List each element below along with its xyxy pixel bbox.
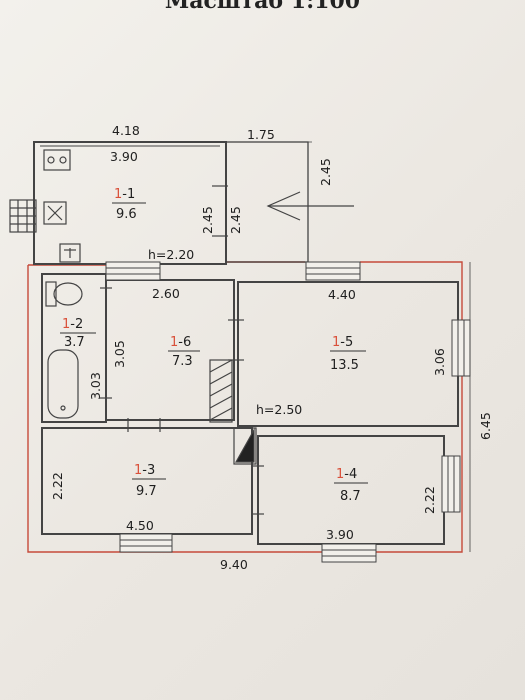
door-marks bbox=[100, 185, 264, 515]
entrance-arrow-icon bbox=[266, 191, 354, 221]
stairs-icon bbox=[209, 359, 233, 423]
room-1-6-walls bbox=[105, 279, 235, 421]
dim-r6-top: 2.60 bbox=[152, 286, 180, 301]
svg-text:9.7: 9.7 bbox=[136, 484, 157, 499]
window-bottom-left bbox=[119, 533, 173, 553]
dim-right-total: 6.45 bbox=[478, 412, 493, 440]
red-outline bbox=[27, 261, 463, 553]
dim-height-1: h=2.20 bbox=[148, 247, 194, 262]
dim-porch-top: 1.75 bbox=[247, 127, 275, 142]
window-top-right bbox=[305, 261, 361, 281]
svg-text:7.3: 7.3 bbox=[172, 354, 193, 369]
dim-r5-top: 4.40 bbox=[328, 287, 356, 302]
dim-bottom-total: 9.40 bbox=[220, 557, 248, 572]
dim-r3-bottom: 4.50 bbox=[126, 518, 154, 533]
svg-text:1-5: 1-5 bbox=[332, 335, 353, 350]
window-top-left bbox=[105, 261, 161, 281]
room-label-1-4: 1-4 8.7 bbox=[334, 467, 368, 504]
dim-porch-side: 2.45 bbox=[318, 158, 333, 186]
dim-r5-side: 3.06 bbox=[432, 348, 447, 376]
windows bbox=[105, 261, 471, 563]
dim-top-outer: 4.18 bbox=[112, 123, 140, 138]
svg-text:13.5: 13.5 bbox=[330, 358, 359, 373]
room-label-1-3: 1-3 9.7 bbox=[132, 463, 166, 499]
porch-walls bbox=[225, 141, 309, 263]
heater-grid-icon bbox=[9, 199, 37, 233]
dim-r1-side-b: 2.45 bbox=[228, 206, 243, 234]
sink-icon bbox=[59, 243, 81, 263]
dim-r3-side: 2.22 bbox=[50, 472, 65, 500]
room-label-1-1: 1-1 9.6 bbox=[112, 187, 146, 222]
svg-text:8.7: 8.7 bbox=[340, 489, 361, 504]
dim-r1-side-a: 2.45 bbox=[200, 206, 215, 234]
svg-text:1-2: 1-2 bbox=[62, 317, 83, 332]
svg-text:9.6: 9.6 bbox=[116, 207, 137, 222]
stove-icon bbox=[43, 149, 71, 171]
window-right-upper bbox=[451, 319, 471, 377]
window-right-lower bbox=[441, 455, 461, 513]
svg-text:1-1: 1-1 bbox=[114, 187, 135, 202]
walls bbox=[33, 141, 459, 545]
dim-r4-bottom: 3.90 bbox=[326, 527, 354, 542]
dim-r6-side: 3.05 bbox=[112, 340, 127, 368]
room-label-1-6: 1-6 7.3 bbox=[168, 335, 200, 369]
window-bottom-right bbox=[321, 543, 377, 563]
svg-text:3.7: 3.7 bbox=[64, 335, 85, 350]
scale-title: Масштаб 1:100 bbox=[164, 0, 361, 14]
chimney-icon bbox=[233, 427, 257, 465]
svg-text:1-3: 1-3 bbox=[134, 463, 155, 478]
svg-text:1-4: 1-4 bbox=[336, 467, 357, 482]
toilet-icon bbox=[45, 281, 83, 307]
room-labels: 1-1 9.6 1-2 3.7 1-6 7.3 1-5 13.5 1-3 bbox=[60, 187, 368, 504]
svg-text:1-6: 1-6 bbox=[170, 335, 191, 350]
dim-top-inner: 3.90 bbox=[110, 149, 138, 164]
fixtures bbox=[9, 141, 471, 552]
dim-r2-side: 3.03 bbox=[88, 372, 103, 400]
boiler-icon bbox=[43, 201, 67, 225]
dimension-labels: 4.18 3.90 1.75 2.45 2.45 2.45 h=2.20 2.6… bbox=[50, 123, 493, 572]
room-label-1-2: 1-2 3.7 bbox=[60, 317, 96, 350]
bathtub-icon bbox=[47, 349, 79, 419]
dim-r4-side: 2.22 bbox=[422, 486, 437, 514]
dim-height-2: h=2.50 bbox=[256, 402, 302, 417]
room-label-1-5: 1-5 13.5 bbox=[330, 335, 366, 373]
